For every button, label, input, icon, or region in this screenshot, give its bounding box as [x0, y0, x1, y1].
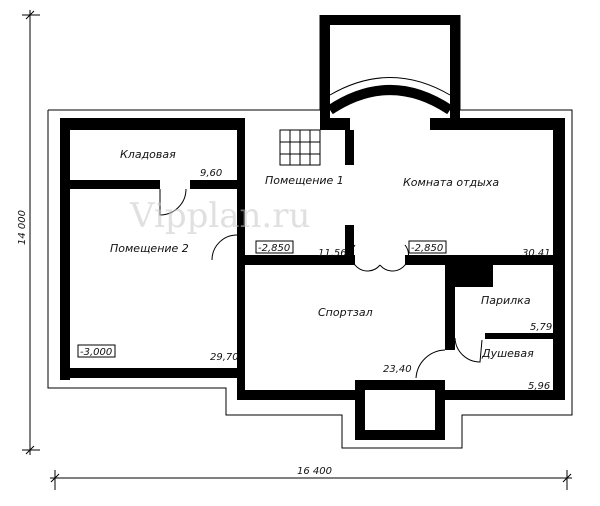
room-label: Спортзал	[318, 306, 373, 319]
room-label: Душевая	[481, 347, 534, 360]
level-mark: -2,850	[411, 243, 443, 254]
room-label: Комната отдыха	[403, 176, 499, 189]
level-mark: -2,850	[258, 243, 290, 254]
watermark: Vipplan.ru	[129, 196, 310, 236]
room-label: Помещение 2	[110, 242, 189, 255]
width-dimension: 16 400	[297, 466, 332, 477]
level-mark: -3,000	[80, 347, 112, 358]
outer-outline	[48, 15, 321, 111]
doors	[159, 188, 483, 379]
room-label: Парилка	[481, 294, 531, 307]
room-area: 29,70	[210, 352, 239, 363]
room-area: 5,79	[530, 322, 552, 333]
room-label: Кладовая	[120, 148, 176, 161]
room-label: Помещение 1	[265, 174, 344, 187]
dimension-lines	[22, 10, 572, 490]
room-area: 23,40	[383, 364, 412, 375]
room-area: 5,96	[528, 381, 550, 392]
room-area: 30,41	[522, 248, 551, 259]
room-area: 9,60	[200, 168, 222, 179]
height-dimension: 14 000	[17, 210, 28, 245]
stairs	[279, 129, 321, 166]
room-area: 11,56	[318, 248, 347, 259]
